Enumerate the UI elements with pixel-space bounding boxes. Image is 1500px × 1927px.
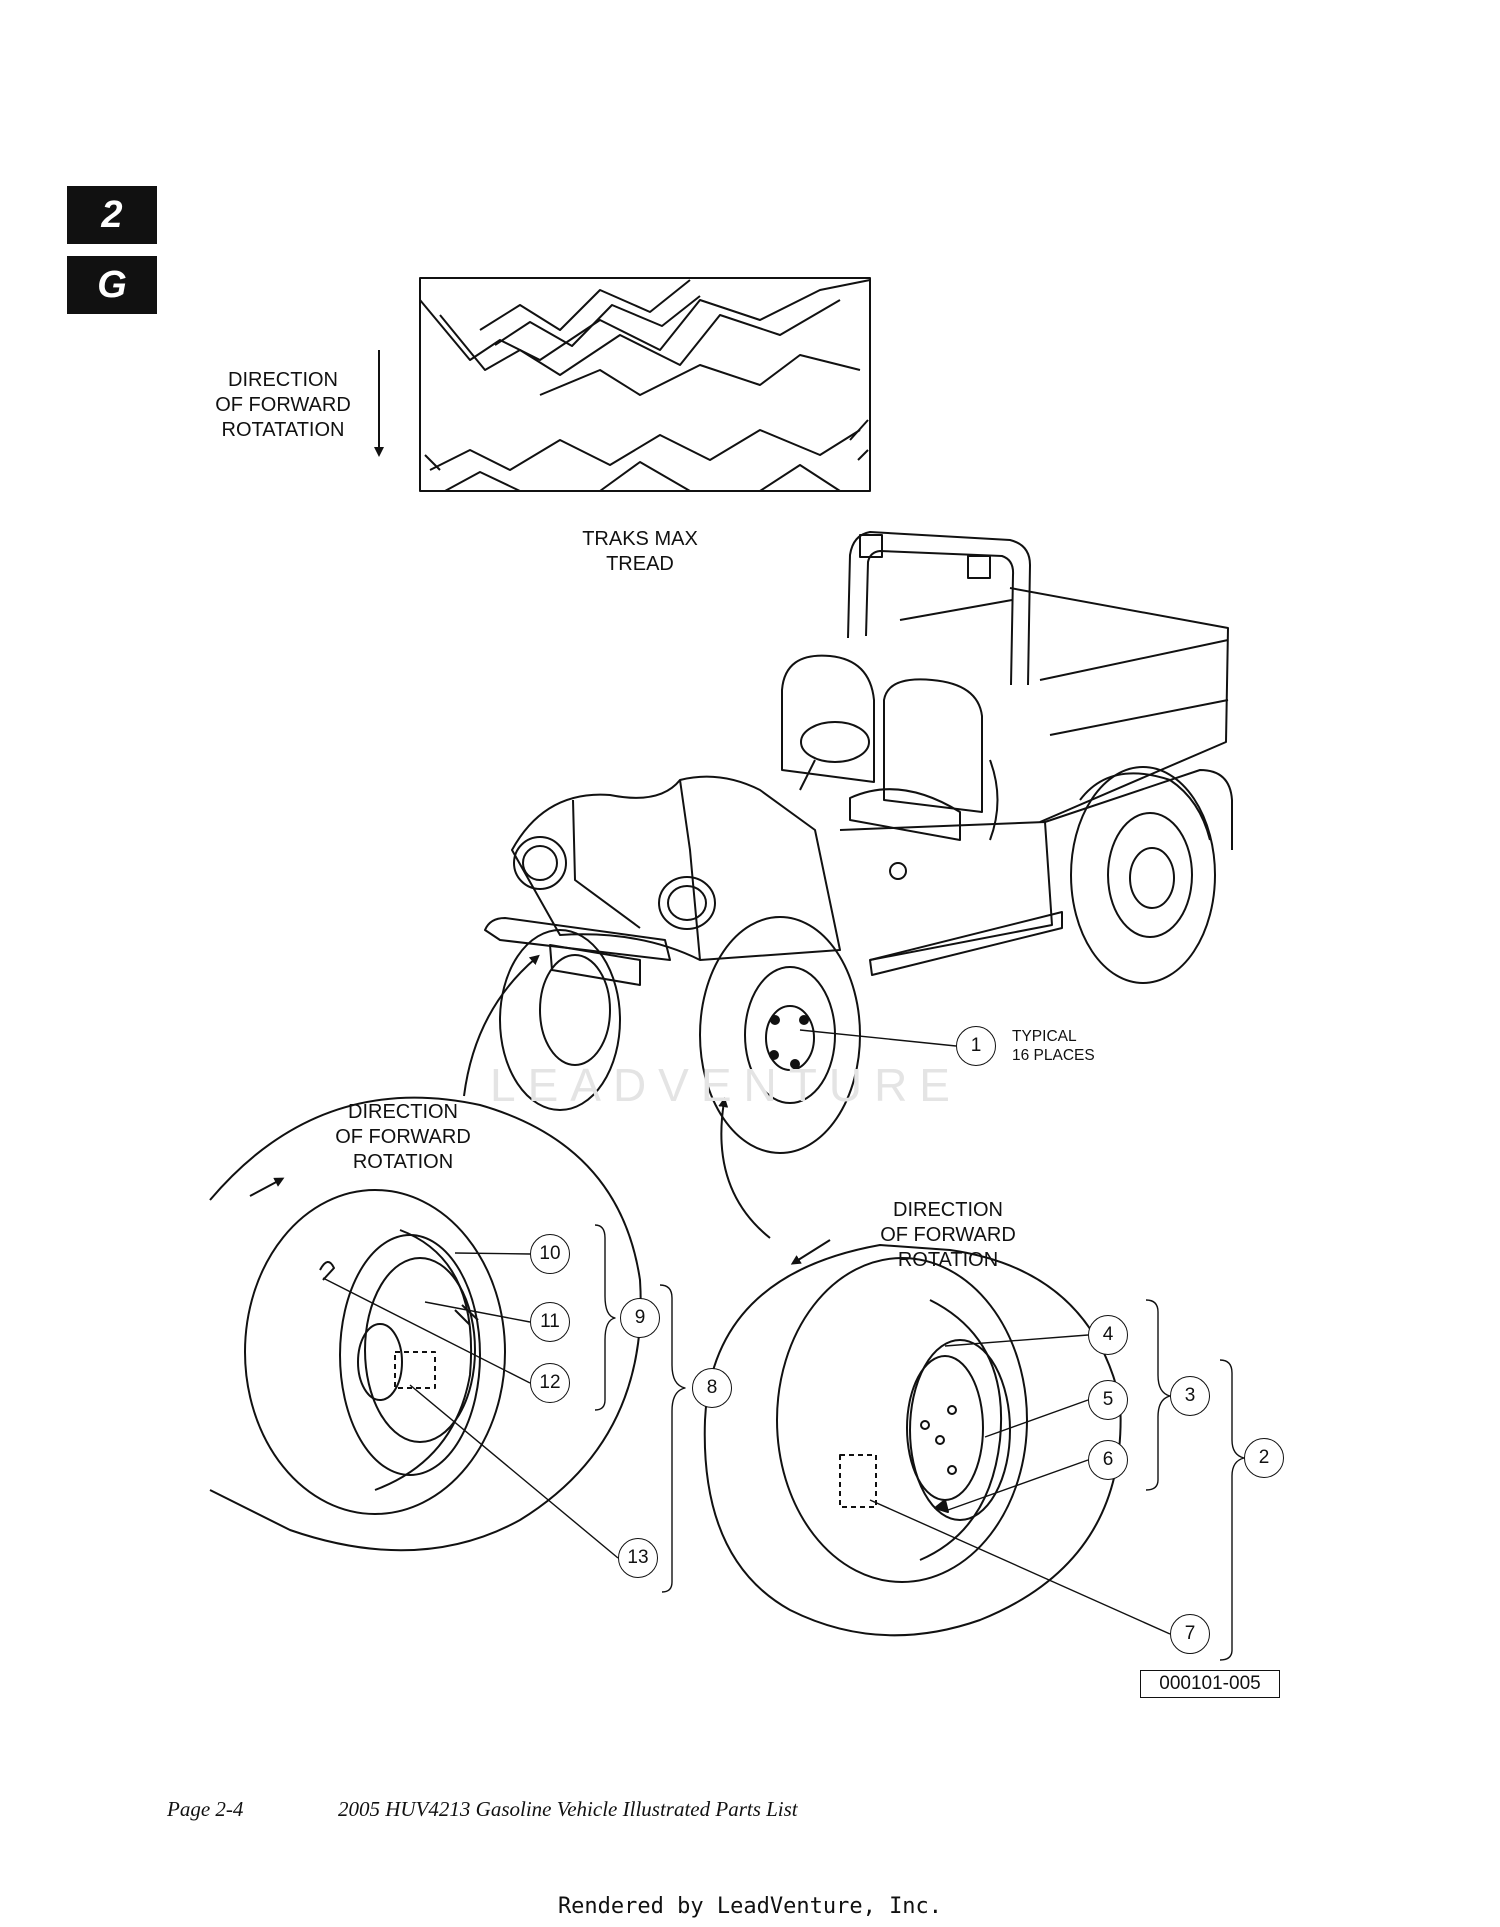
footer-title: 2005 HUV4213 Gasoline Vehicle Illustrate…: [338, 1797, 798, 1821]
watermark: LEADVENTURE: [490, 1059, 962, 1111]
utility-vehicle-drawing: [484, 531, 1233, 1154]
right-rotation-label: DIRECTION OF FORWARD ROTATION: [880, 1199, 1016, 1271]
callout-13: 13: [618, 1538, 658, 1578]
callout-8: 8: [692, 1368, 732, 1408]
tread-name-label: TRAKS MAX TREAD: [582, 528, 698, 575]
rendered-by: Rendered by LeadVenture, Inc.: [557, 1894, 943, 1919]
right-wheel-assembly: [703, 1239, 1122, 1637]
section-tab-number: 2: [67, 186, 157, 244]
tread-direction-label: DIRECTION OF FORWARD ROTATATION: [215, 369, 351, 441]
figure-number: 000101-005: [1140, 1670, 1280, 1698]
callout-7: 7: [1170, 1614, 1210, 1654]
callout-4: 4: [1088, 1315, 1128, 1355]
tread-pattern-panel: [419, 277, 871, 492]
callout-10: 10: [530, 1234, 570, 1274]
typical-note: TYPICAL 16 PLACES: [1012, 1028, 1095, 1064]
callout-1: 1: [956, 1026, 996, 1066]
callout-9: 9: [620, 1298, 660, 1338]
callout-5: 5: [1088, 1380, 1128, 1420]
callout-6: 6: [1088, 1440, 1128, 1480]
callout-12: 12: [530, 1363, 570, 1403]
left-wheel-assembly: [209, 1096, 642, 1552]
footer-page: Page 2-4: [167, 1797, 244, 1821]
callout-2: 2: [1244, 1438, 1284, 1478]
callout-3: 3: [1170, 1376, 1210, 1416]
left-rotation-label: DIRECTION OF FORWARD ROTATION: [335, 1101, 471, 1173]
callout-11: 11: [530, 1302, 570, 1342]
section-tab-letter: G: [67, 256, 157, 314]
